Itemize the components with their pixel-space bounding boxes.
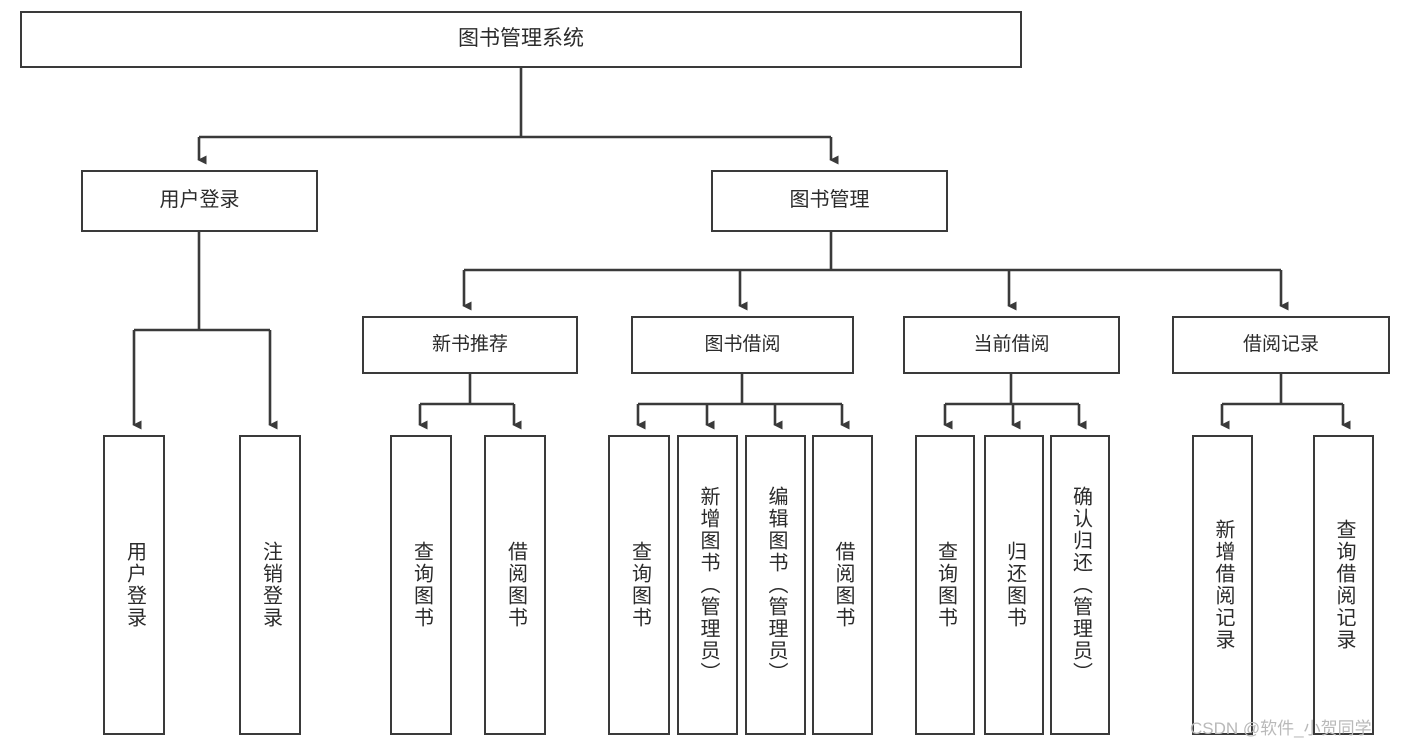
node-borrow-record[interactable]: 借阅记录 — [1172, 316, 1390, 374]
leaf-new-book-query[interactable]: 查询图书 — [390, 435, 452, 735]
node-label: 注销登录 — [259, 541, 282, 629]
node-book-management[interactable]: 图书管理 — [711, 170, 948, 232]
leaf-borrow-add-book[interactable]: 新增图书（管理员） — [677, 435, 738, 735]
node-label: 确认归还（管理员） — [1069, 486, 1092, 684]
node-user-login[interactable]: 用户登录 — [81, 170, 318, 232]
node-label: 新增借阅记录 — [1212, 519, 1234, 651]
leaf-borrow-lend-book[interactable]: 借阅图书 — [812, 435, 873, 735]
leaf-user-logout[interactable]: 注销登录 — [239, 435, 301, 735]
leaf-borrow-query-book[interactable]: 查询图书 — [608, 435, 670, 735]
leaf-current-confirm-return[interactable]: 确认归还（管理员） — [1050, 435, 1110, 735]
leaf-new-book-borrow[interactable]: 借阅图书 — [484, 435, 546, 735]
csdn-watermark: CSDN @软件_小贺同学 — [1190, 719, 1372, 738]
leaf-user-login[interactable]: 用户登录 — [103, 435, 165, 735]
node-label: 借阅记录 — [1242, 333, 1319, 355]
leaf-record-query[interactable]: 查询借阅记录 — [1313, 435, 1374, 735]
node-current-borrow[interactable]: 当前借阅 — [903, 316, 1120, 374]
node-label: 借阅图书 — [832, 541, 854, 629]
node-label: 当前借阅 — [973, 333, 1050, 355]
node-label: 图书借阅 — [704, 333, 781, 355]
node-label: 查询图书 — [934, 541, 957, 629]
node-label: 查询借阅记录 — [1333, 519, 1355, 651]
node-label: 查询图书 — [628, 541, 651, 629]
node-label: 编辑图书（管理员） — [765, 486, 787, 684]
leaf-current-return-book[interactable]: 归还图书 — [984, 435, 1044, 735]
node-label: 新增图书（管理员） — [697, 486, 719, 684]
node-label: 归还图书 — [1003, 541, 1026, 629]
node-label: 新书推荐 — [431, 333, 508, 355]
leaf-record-add[interactable]: 新增借阅记录 — [1192, 435, 1253, 735]
node-label: 用户登录 — [123, 541, 146, 629]
node-new-book-recommend[interactable]: 新书推荐 — [362, 316, 578, 374]
node-label: 用户登录 — [159, 189, 240, 212]
node-root-system[interactable]: 图书管理系统 — [20, 11, 1022, 68]
node-label: 图书管理 — [789, 189, 870, 212]
node-book-borrow[interactable]: 图书借阅 — [631, 316, 854, 374]
node-label: 借阅图书 — [504, 541, 527, 629]
node-label: 图书管理系统 — [458, 27, 584, 51]
leaf-borrow-edit-book[interactable]: 编辑图书（管理员） — [745, 435, 806, 735]
node-label: 查询图书 — [410, 541, 433, 629]
leaf-current-query-book[interactable]: 查询图书 — [915, 435, 975, 735]
